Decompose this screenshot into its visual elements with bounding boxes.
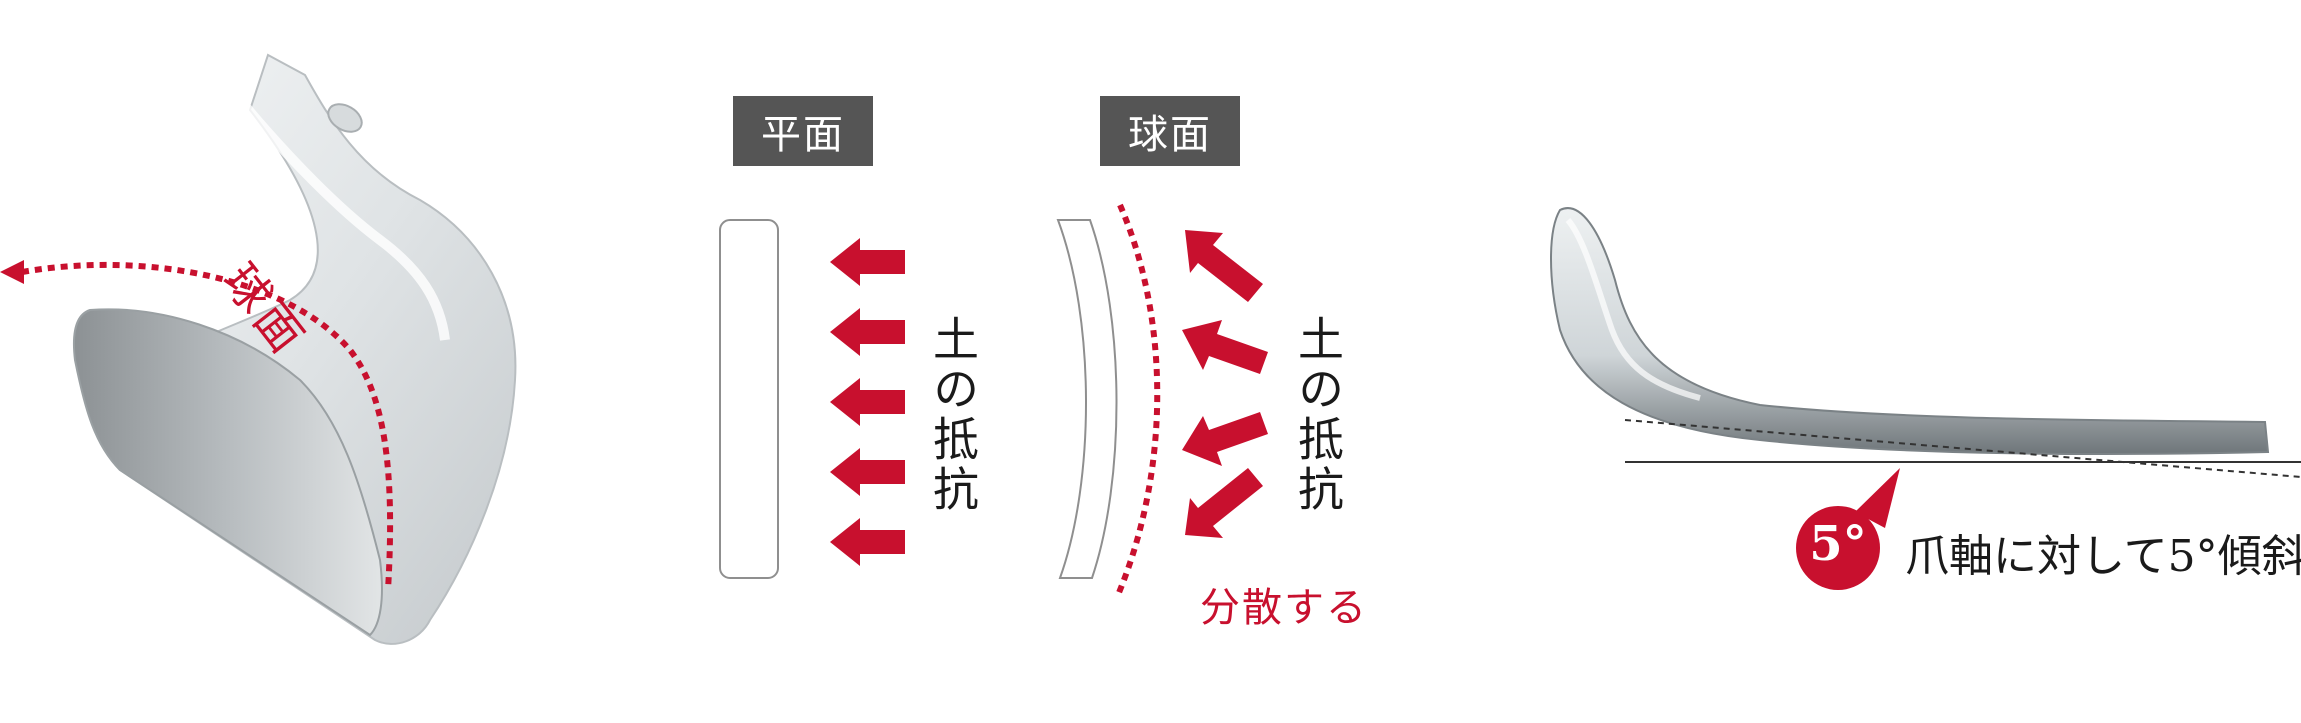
angle-badge-text: 5° [1809, 516, 1867, 572]
sphere-label: 球面 [1100, 96, 1240, 166]
sphere-curve-arrow [0, 260, 394, 591]
tilt-caption: 爪軸に対して5°傾斜 [1905, 531, 2301, 582]
sphere-resistance-arrows [1182, 230, 1268, 538]
curved-blade-illustration [72, 53, 517, 645]
tilt-dashed-line [1624, 419, 2301, 478]
curved-plate-shape [1056, 219, 1118, 579]
disperse-label: 分散する [1200, 585, 1368, 631]
flat-plate-shape [719, 219, 779, 579]
tilted-blade-illustration [1550, 207, 2270, 456]
flat-label: 平面 [733, 96, 873, 166]
sphere-resistance-text: 土の抵抗 [1291, 315, 1345, 515]
angle-badge [1796, 468, 1900, 590]
sphere-dotted-arc [1115, 203, 1161, 597]
flat-resistance-arrows [830, 238, 905, 566]
flat-resistance-text: 土の抵抗 [926, 315, 980, 515]
